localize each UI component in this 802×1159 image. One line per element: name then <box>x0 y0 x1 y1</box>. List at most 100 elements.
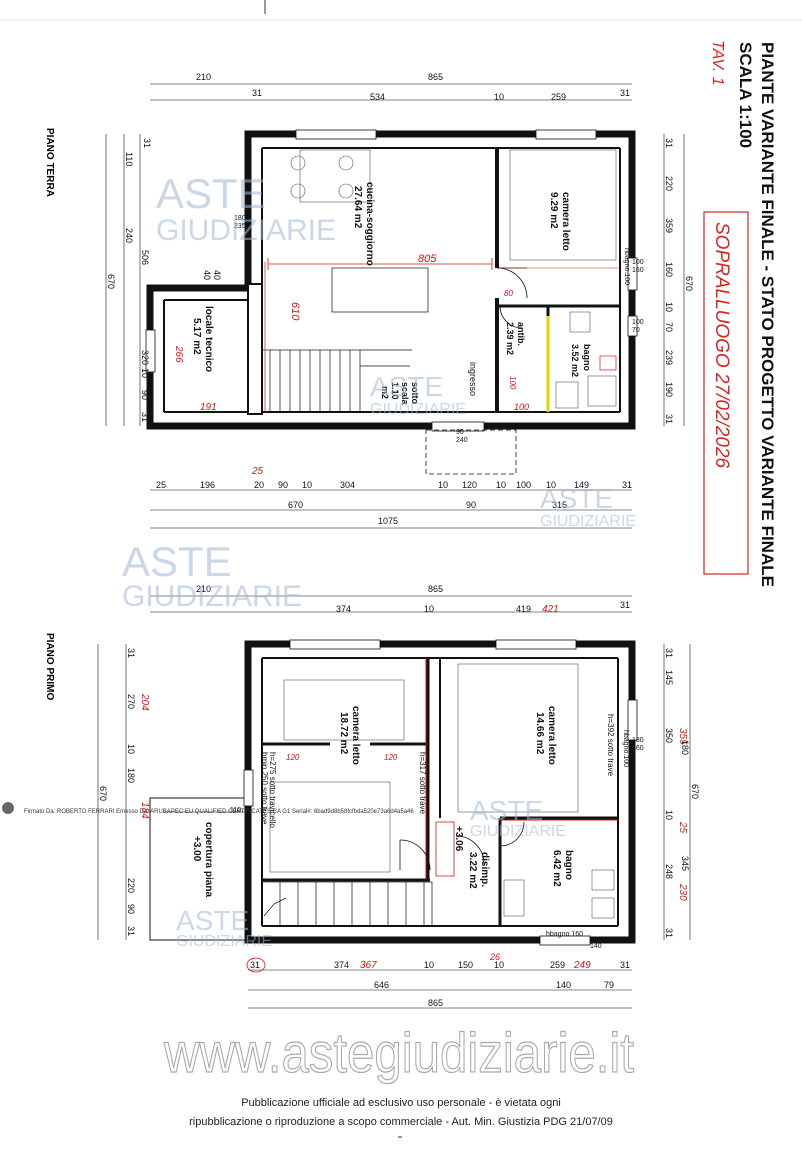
svg-text:190: 190 <box>664 382 674 397</box>
svg-text:10: 10 <box>664 810 674 820</box>
label-sotto-unit: m2 <box>380 386 390 399</box>
svg-text:670: 670 <box>684 276 694 291</box>
svg-text:100: 100 <box>632 319 644 326</box>
svg-text:GIUDIZIARIE: GIUDIZIARIE <box>540 513 636 530</box>
svg-text:270: 270 <box>126 694 136 709</box>
svg-text:1075: 1075 <box>378 516 398 526</box>
middle-dim-value: 10 <box>496 480 506 490</box>
svg-text:hbagno.100: hbagno.100 <box>623 248 630 285</box>
svg-text:240: 240 <box>456 437 468 444</box>
svg-text:31: 31 <box>620 600 630 610</box>
svg-text:10: 10 <box>494 960 504 970</box>
svg-text:31: 31 <box>664 648 674 658</box>
ground-dims-left: 31 110 240 506 670 40 40 320 10 90 31 <box>105 134 222 426</box>
first-dims-right: 31 145 350 355 180 10 25 345 248 230 670… <box>663 644 700 940</box>
svg-text:10: 10 <box>424 960 434 970</box>
label-sotto: sotto <box>410 382 420 404</box>
svg-text:210: 210 <box>196 72 211 82</box>
svg-text:31: 31 <box>664 928 674 938</box>
svg-text:248: 248 <box>664 864 674 879</box>
svg-text:191: 191 <box>200 402 217 413</box>
svg-text:copertura piana: copertura piana <box>203 822 214 897</box>
svg-text:145: 145 <box>664 670 674 685</box>
floor-label-first: PIANO PRIMO <box>44 633 55 700</box>
ground-dims-top: 210 865 31 534 10 259 31 <box>150 72 632 102</box>
svg-text:235: 235 <box>234 223 246 230</box>
title-line1: PIANTE VARIANTE FINALE - STATO PROGETTO … <box>758 42 777 587</box>
svg-text:160: 160 <box>664 262 674 277</box>
svg-text:110: 110 <box>230 807 241 814</box>
label-bagno-area: 3.52 m2 <box>570 344 580 377</box>
watermarks: ASTE GIUDIZIARIE ASTE GIUDIZIARIE ASTE G… <box>122 170 636 950</box>
svg-text:31: 31 <box>664 414 674 424</box>
svg-text:31: 31 <box>126 926 136 936</box>
svg-text:31: 31 <box>252 88 262 98</box>
sopralluogo-box <box>703 211 749 575</box>
svg-text:10: 10 <box>664 302 674 312</box>
svg-text:249: 249 <box>573 960 591 971</box>
svg-text:610: 610 <box>289 302 301 321</box>
svg-text:180: 180 <box>632 737 644 744</box>
svg-text:40: 40 <box>212 270 222 280</box>
ground-dims-right: 31 220 359 160 10 70 239 190 670 31 hbag… <box>234 134 694 444</box>
first-stairs <box>261 881 433 927</box>
svg-text:180: 180 <box>234 215 246 222</box>
label-cucina-area: 27.64 m2 <box>352 186 363 229</box>
middle-dim-value: 10 <box>438 480 448 490</box>
svg-text:GIUDIZIARIE: GIUDIZIARIE <box>176 933 272 950</box>
svg-text:ASTE: ASTE <box>122 538 232 585</box>
label-camera-name: camera letto <box>560 192 571 251</box>
signature-text: Firmato Da: ROBERTO FERRARI Emesso Da: A… <box>24 809 414 815</box>
svg-text:31: 31 <box>250 960 260 970</box>
svg-text:865: 865 <box>428 998 443 1008</box>
svg-text:100: 100 <box>514 402 529 412</box>
svg-text:disimp.: disimp. <box>479 852 490 887</box>
label-antib-name: antib. <box>516 322 526 346</box>
svg-text:100: 100 <box>632 259 644 266</box>
svg-text:367: 367 <box>360 960 377 971</box>
svg-text:160: 160 <box>632 267 644 274</box>
svg-text:+3.06: +3.06 <box>453 826 464 852</box>
svg-text:90: 90 <box>126 904 136 914</box>
watermark-site: www.astegiudiziarie.it <box>163 1021 634 1084</box>
svg-text:345: 345 <box>680 856 690 871</box>
svg-text:31: 31 <box>126 648 136 658</box>
title-block: PIANTE VARIANTE FINALE - STATO PROGETTO … <box>736 42 777 587</box>
svg-text:140: 140 <box>556 980 571 990</box>
svg-text:25: 25 <box>251 466 264 477</box>
svg-text:bagno: bagno <box>563 850 574 880</box>
svg-text:h=392 sotto trave: h=392 sotto trave <box>606 714 615 777</box>
svg-text:184: 184 <box>139 802 150 819</box>
handwritten-tav: TAV. 1 <box>709 40 726 86</box>
svg-text:hbagno.160: hbagno.160 <box>546 931 583 938</box>
label-locale-name: locale tecnico <box>203 306 214 372</box>
svg-text:GIUDIZIARIE: GIUDIZIARIE <box>122 580 302 613</box>
label-locale-area: 5.17 m2 <box>191 318 202 355</box>
svg-text:GIUDIZIARIE: GIUDIZIARIE <box>156 214 336 247</box>
svg-text:10: 10 <box>424 604 434 614</box>
svg-text:31: 31 <box>664 138 674 148</box>
svg-text:31: 31 <box>142 138 152 148</box>
first-floor-plan <box>149 639 638 946</box>
svg-text:120: 120 <box>384 753 398 762</box>
svg-text:camera letto: camera letto <box>350 706 361 765</box>
first-room-labels: camera letto 18.72 m2 camera letto 14.66… <box>191 706 644 950</box>
svg-text:350: 350 <box>664 728 674 743</box>
svg-text:18.72 m2: 18.72 m2 <box>338 712 349 755</box>
svg-text:210: 210 <box>196 584 211 594</box>
footer-line2: ripubblicazione o riproduzione a scopo c… <box>189 1116 613 1128</box>
svg-text:315: 315 <box>552 500 567 510</box>
svg-text:865: 865 <box>428 72 443 82</box>
ground-red-notes: 805 610 266 191 100 100 80 <box>173 253 529 413</box>
svg-text:hbagno.100: hbagno.100 <box>622 730 629 767</box>
svg-text:220: 220 <box>126 878 136 893</box>
svg-text:79: 79 <box>604 980 614 990</box>
svg-text:266: 266 <box>173 345 184 363</box>
first-dims-left: 31 270 204 10 180 670 184 220 90 31 <box>97 644 150 940</box>
svg-text:180: 180 <box>126 768 136 783</box>
svg-text:ASTE: ASTE <box>370 371 443 402</box>
svg-text:+3.00: +3.00 <box>191 836 202 862</box>
svg-text:670: 670 <box>98 786 108 801</box>
svg-text:259: 259 <box>550 960 565 970</box>
